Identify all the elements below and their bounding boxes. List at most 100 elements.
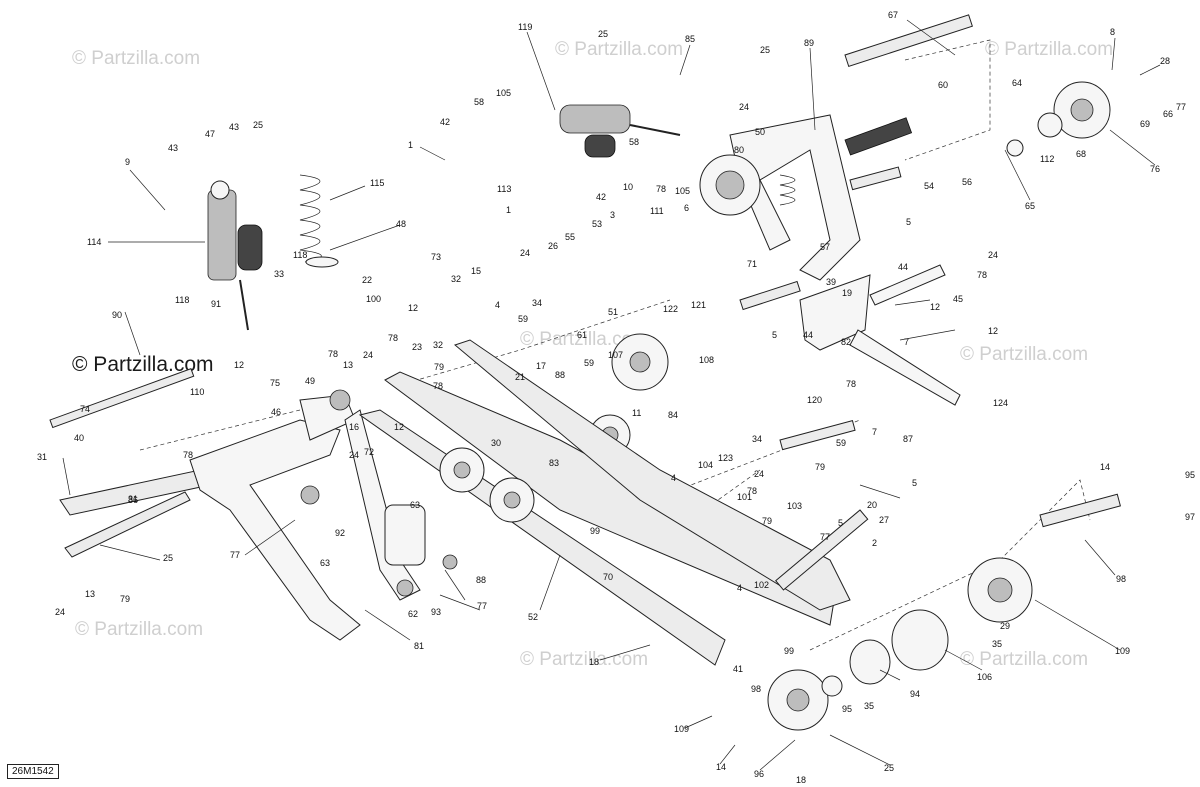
callout: 6 xyxy=(684,203,689,213)
callout: 42 xyxy=(596,192,606,202)
callout: 115 xyxy=(370,178,384,188)
watermark: © Partzilla.com xyxy=(960,344,1088,365)
callout: 19 xyxy=(842,288,852,298)
callout: 77 xyxy=(477,601,487,611)
watermark: © Partzilla.com xyxy=(985,39,1113,60)
callout: 80 xyxy=(734,145,744,155)
callout: 99 xyxy=(590,526,600,536)
callout: 1 xyxy=(506,205,511,215)
callout: 78 xyxy=(977,270,987,280)
callout: 104 xyxy=(698,460,713,470)
callout: 24 xyxy=(363,350,373,360)
callout: 25 xyxy=(884,763,894,773)
callout: 75 xyxy=(270,378,280,388)
callout: 32 xyxy=(451,274,461,284)
callout: 81 xyxy=(414,641,424,651)
callout: 71 xyxy=(747,259,757,269)
shock-absorber xyxy=(207,174,339,331)
callout: 66 xyxy=(1163,109,1173,119)
callout: 29 xyxy=(1000,621,1010,631)
callout: 12 xyxy=(988,326,998,336)
callout: 14 xyxy=(716,762,726,772)
callout: 86 xyxy=(128,495,138,505)
callout: 90 xyxy=(112,310,122,320)
callout: 13 xyxy=(85,589,95,599)
callout: 23 xyxy=(412,342,422,352)
callout: 17 xyxy=(536,361,546,371)
callout: 123 xyxy=(718,453,733,463)
callout: 111 xyxy=(650,206,664,216)
callout: 99 xyxy=(784,646,794,656)
callout: 35 xyxy=(864,701,874,711)
callout: 65 xyxy=(1025,201,1035,211)
callout: 40 xyxy=(74,433,84,443)
callout: 13 xyxy=(343,360,353,370)
callout: 54 xyxy=(924,181,934,191)
callout: 25 xyxy=(760,45,770,55)
callout: 45 xyxy=(953,294,963,304)
callout: 25 xyxy=(253,120,263,130)
callout: 5 xyxy=(906,217,911,227)
callout: 106 xyxy=(977,672,992,682)
idler-wheels xyxy=(589,81,1111,731)
callout: 107 xyxy=(608,350,623,360)
callout: 97 xyxy=(1185,512,1195,522)
callout: 77 xyxy=(230,550,240,560)
watermark: © Partzilla.com xyxy=(520,649,648,670)
callout: 58 xyxy=(629,137,639,147)
callout: 4 xyxy=(495,300,500,310)
callout: 57 xyxy=(820,242,830,252)
callout: 63 xyxy=(410,500,420,510)
callout: 18 xyxy=(589,657,599,667)
callout: 122 xyxy=(663,304,678,314)
callout: 109 xyxy=(674,724,689,734)
callout: 102 xyxy=(754,580,769,590)
callout: 26 xyxy=(548,241,558,251)
callout: 77 xyxy=(1176,102,1186,112)
callout: 53 xyxy=(592,219,602,229)
callout: 85 xyxy=(685,34,695,44)
callout: 119 xyxy=(518,22,532,32)
callout: 95 xyxy=(842,704,852,714)
callout: 83 xyxy=(549,458,559,468)
callout: 78 xyxy=(747,486,757,496)
callout: 8 xyxy=(1110,27,1115,37)
callout: 9 xyxy=(125,157,130,167)
callout: 82 xyxy=(841,337,851,347)
callout: 88 xyxy=(476,575,486,585)
callout: 112 xyxy=(1040,154,1054,164)
callout: 105 xyxy=(496,88,511,98)
callout: 24 xyxy=(520,248,530,258)
callout: 42 xyxy=(440,117,450,127)
rear-arm-assembly xyxy=(699,14,973,451)
callout: 39 xyxy=(826,277,836,287)
callout: 1 xyxy=(408,140,413,150)
callout: 33 xyxy=(274,269,284,279)
callout: 94 xyxy=(910,689,920,699)
callout: 110 xyxy=(190,387,204,397)
part-callouts: 119 25 85 25 67 89 8 28 58 105 24 50 80 … xyxy=(37,10,1195,785)
callout: 63 xyxy=(320,558,330,568)
callout: 62 xyxy=(408,609,418,619)
callout: 56 xyxy=(962,177,972,187)
callout: 89 xyxy=(804,38,814,48)
callout: 12 xyxy=(394,422,404,432)
callout: 78 xyxy=(183,450,193,460)
callout: 114 xyxy=(87,237,101,247)
callout: 78 xyxy=(328,349,338,359)
callout: 43 xyxy=(168,143,178,153)
callout: 12 xyxy=(408,303,418,313)
callout: 93 xyxy=(431,607,441,617)
watermark: © Partzilla.com xyxy=(520,329,648,350)
callout: 32 xyxy=(433,340,443,350)
callout: 51 xyxy=(608,307,618,317)
callout: 5 xyxy=(912,478,917,488)
callout: 69 xyxy=(1140,119,1150,129)
callout: 121 xyxy=(691,300,706,310)
callout: 91 xyxy=(211,299,221,309)
callout: 7 xyxy=(904,337,909,347)
watermark-prominent: © Partzilla.com xyxy=(72,353,214,376)
callout: 98 xyxy=(1116,574,1126,584)
callout: 21 xyxy=(515,372,525,382)
